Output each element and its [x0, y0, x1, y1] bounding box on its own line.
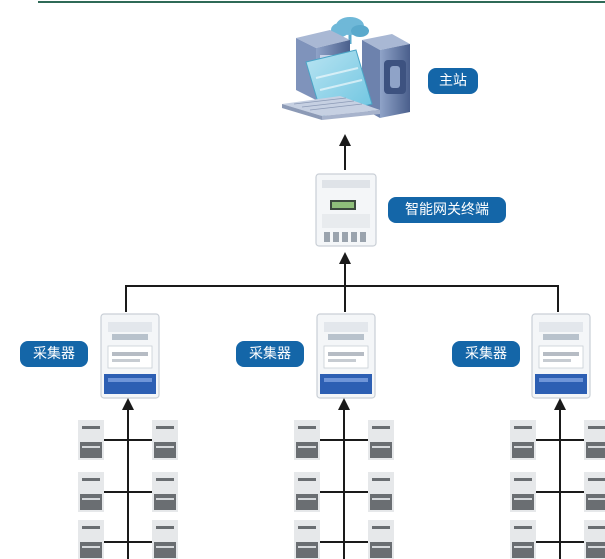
collector-meter-icon — [100, 313, 160, 399]
end-meter-icon — [510, 472, 536, 512]
collector-bus-line — [125, 285, 559, 312]
master-station-icon — [282, 17, 410, 120]
end-meter-icon — [584, 420, 605, 460]
meter-feed-lines — [320, 439, 368, 543]
end-meter-icon — [78, 520, 104, 559]
meter-feed-lines — [536, 439, 584, 543]
laptop-icon — [282, 49, 380, 120]
collector-label: 采集器 — [236, 341, 304, 367]
gateway-label: 智能网关终端 — [388, 197, 506, 223]
collector-meter-icon — [316, 313, 376, 399]
collector-label-text: 采集器 — [33, 345, 75, 362]
end-meter-icon — [510, 520, 536, 559]
master-station-label: 主站 — [428, 68, 478, 94]
end-meter-icon — [584, 520, 605, 559]
gateway-label-text: 智能网关终端 — [405, 202, 489, 218]
end-meter-icon — [152, 472, 178, 512]
collector-group-3: 采集器 — [452, 313, 605, 559]
collector-label-text: 采集器 — [249, 345, 291, 362]
collector-label: 采集器 — [20, 341, 88, 367]
end-meter-icon — [152, 520, 178, 559]
master-station-label-text: 主站 — [439, 73, 467, 89]
end-meter-icon — [294, 420, 320, 460]
end-meter-icon — [294, 520, 320, 559]
collector-group-1: 采集器 — [20, 313, 178, 559]
collector-label: 采集器 — [452, 341, 520, 367]
end-meter-icon — [584, 472, 605, 512]
cloud-icon — [331, 17, 369, 44]
end-meter-icon — [368, 520, 394, 559]
collector-group-2: 采集器 — [236, 313, 394, 559]
end-meter-icon — [152, 420, 178, 460]
collector-label-text: 采集器 — [465, 345, 507, 362]
collector-meter-icon — [531, 313, 591, 399]
meter-feed-lines — [104, 439, 152, 543]
server-right-icon — [362, 34, 410, 118]
end-meter-icon — [368, 420, 394, 460]
end-meter-icon — [368, 472, 394, 512]
end-meter-icon — [294, 472, 320, 512]
end-meter-icon — [78, 420, 104, 460]
gateway-terminal-icon — [315, 173, 377, 247]
end-meter-icon — [510, 420, 536, 460]
end-meter-icon — [78, 472, 104, 512]
